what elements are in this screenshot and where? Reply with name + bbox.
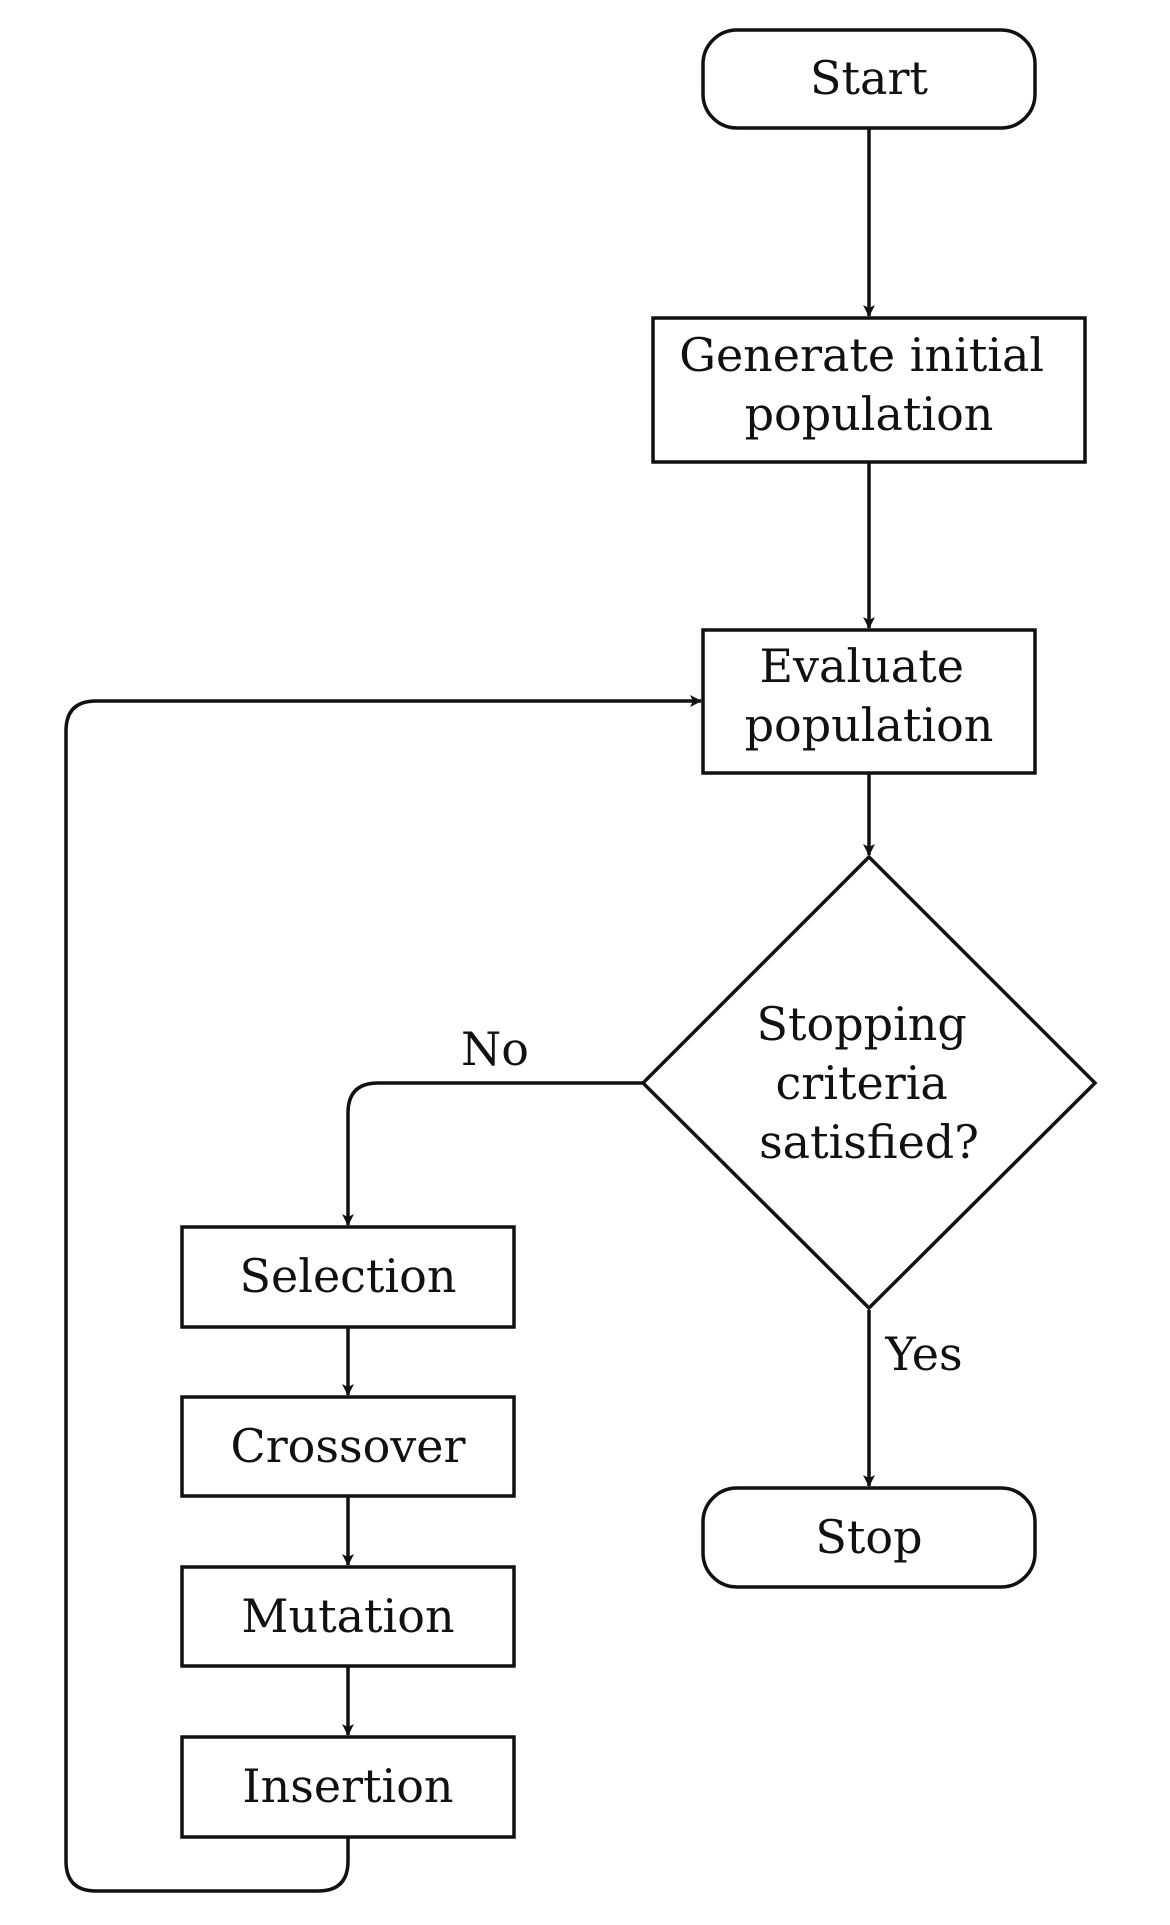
insertion-label-line: Insertion — [242, 1759, 453, 1813]
start-label-line: Start — [810, 51, 928, 105]
stop-node: Stop — [701, 1486, 1037, 1589]
insertion-label: Insertion — [242, 1759, 453, 1813]
mutation-label-line: Mutation — [241, 1589, 454, 1643]
mutation-process-shape — [180, 1565, 516, 1668]
generate-label-line: population — [745, 387, 994, 441]
insertion-node: Insertion — [180, 1735, 516, 1839]
evaluate-node: Evaluate population — [701, 628, 1037, 775]
edge-label-no: No — [461, 1022, 529, 1076]
crossover-label-line: Crossover — [231, 1419, 466, 1473]
mutation-node: Mutation — [180, 1565, 516, 1668]
evaluate-process-shape — [701, 628, 1037, 775]
generate-label: Generate initial population — [679, 328, 1059, 441]
generate-node: Generate initial population — [651, 316, 1087, 464]
edge-decision-no-to-selection — [342, 1081, 643, 1226]
crossover-node: Crossover — [180, 1395, 516, 1498]
edges — [64, 128, 875, 1893]
evaluate-label: Evaluate population — [745, 639, 994, 752]
decision-label-line: Stopping — [757, 997, 967, 1051]
decision-label-line: satisfied? — [759, 1115, 979, 1169]
start-label: Start — [810, 51, 928, 105]
mutation-label: Mutation — [241, 1589, 454, 1643]
selection-process-shape — [180, 1225, 516, 1329]
evaluate-label-line: Evaluate — [759, 639, 963, 693]
selection-label-line: Selection — [240, 1249, 457, 1303]
decision-label-line: criteria — [776, 1056, 948, 1110]
generate-process-shape — [651, 316, 1087, 464]
selection-node: Selection — [180, 1225, 516, 1329]
start-node: Start — [701, 28, 1037, 130]
crossover-label: Crossover — [231, 1419, 466, 1473]
insertion-process-shape — [180, 1735, 516, 1839]
stop-terminal-shape — [701, 1486, 1037, 1589]
evaluate-label-line: population — [745, 698, 994, 752]
stop-label-line: Stop — [815, 1510, 922, 1564]
generate-label-line: Generate initial — [679, 328, 1044, 382]
decision-node: Stopping criteria satisfied? — [640, 854, 1098, 1311]
edge-insertion-loop-to-evaluate — [64, 695, 702, 1893]
decision-label: Stopping criteria satisfied? — [757, 997, 982, 1169]
edge-label-yes: Yes — [884, 1327, 962, 1381]
stop-label: Stop — [815, 1510, 922, 1564]
crossover-process-shape — [180, 1395, 516, 1498]
start-terminal-shape — [701, 28, 1037, 130]
selection-label: Selection — [240, 1249, 457, 1303]
decision-diamond-shape — [640, 854, 1098, 1311]
